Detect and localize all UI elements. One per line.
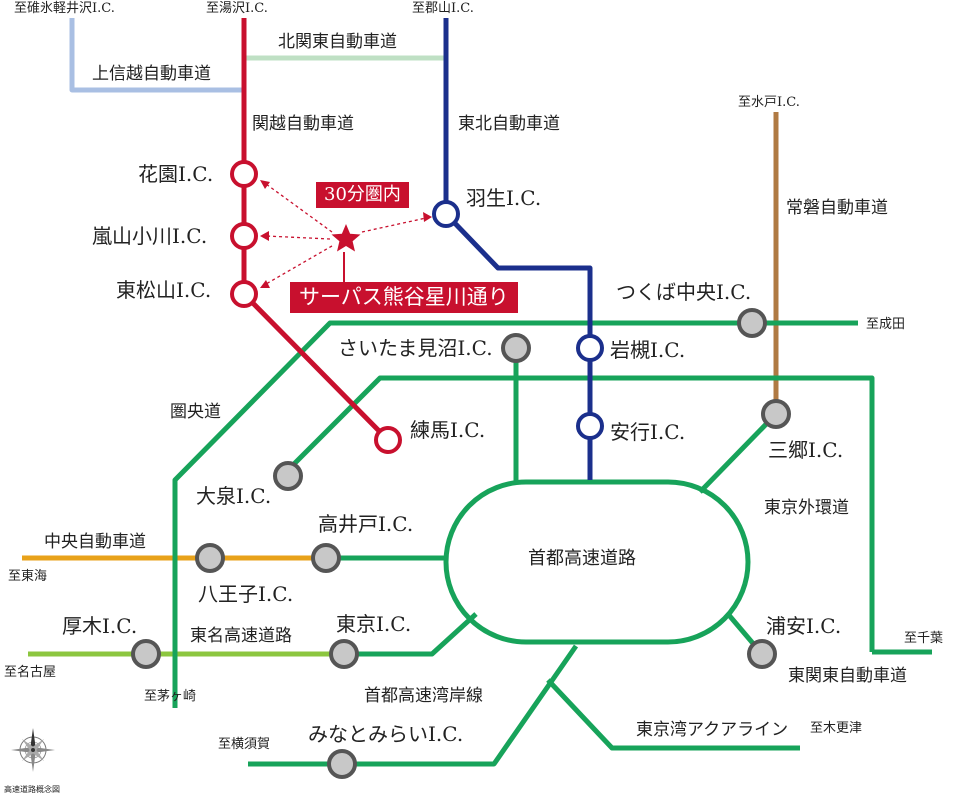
road-tohoku: 東北自動車道 bbox=[458, 114, 560, 134]
road-kitakanto: 北関東自動車道 bbox=[278, 32, 397, 52]
drive-time-badge: 30分圏内 bbox=[316, 182, 409, 208]
kanetsu-line bbox=[241, 18, 390, 442]
ic-marker-tokyo bbox=[329, 639, 359, 669]
ic-marker-misato bbox=[761, 399, 791, 429]
ic-marker-takaido bbox=[311, 543, 341, 573]
ic-marker-hachioji bbox=[195, 543, 225, 573]
road-shutoko: 首都高速道路 bbox=[528, 548, 636, 569]
ic-minuma: さいたま見沼I.C. bbox=[338, 336, 493, 360]
star-icon bbox=[331, 224, 361, 282]
ic-atsugi: 厚木I.C. bbox=[62, 614, 138, 638]
ic-marker-hanazono bbox=[230, 160, 258, 188]
road-kenodo: 圏央道 bbox=[170, 402, 221, 422]
ic-misato: 三郷I.C. bbox=[768, 438, 844, 462]
ic-hachioji: 八王子I.C. bbox=[198, 582, 294, 606]
joshinetsu-line bbox=[69, 18, 244, 93]
compass-icon bbox=[11, 728, 55, 772]
dest-yuzawa: 至湯沢I.C. bbox=[206, 1, 268, 16]
road-lines bbox=[22, 18, 932, 767]
dest-chigasaki: 至茅ヶ崎 bbox=[144, 689, 197, 704]
ic-marker-tsukuba bbox=[737, 308, 767, 338]
ic-hanazono: 花園I.C. bbox=[138, 162, 214, 186]
ic-marker-urayasu bbox=[747, 639, 777, 669]
ic-higashimatsuyama: 東松山I.C. bbox=[116, 278, 212, 302]
dest-koriyama: 至郡山I.C. bbox=[412, 1, 474, 16]
property-badge: サーパス熊谷星川通り bbox=[290, 282, 518, 313]
road-kanetsu: 関越自動車道 bbox=[252, 114, 354, 134]
ic-oizumi: 大泉I.C. bbox=[196, 484, 272, 508]
ic-tokyo: 東京I.C. bbox=[336, 612, 412, 636]
road-higashikanto: 東関東自動車道 bbox=[788, 666, 907, 686]
ic-tsukuba: つくば中央I.C. bbox=[616, 280, 752, 304]
dest-usui: 至碓氷軽井沢I.C. bbox=[14, 1, 115, 16]
ic-marker-oizumi bbox=[273, 461, 303, 491]
ic-nerima: 練馬I.C. bbox=[410, 418, 486, 442]
dest-chiba: 至千葉 bbox=[904, 631, 944, 646]
ic-marker-ranzan bbox=[230, 222, 258, 250]
dest-yokosuka: 至横須賀 bbox=[218, 737, 271, 752]
ic-urayasu: 浦安I.C. bbox=[766, 614, 842, 638]
ic-minatomirai: みなとみらいI.C. bbox=[308, 722, 464, 746]
dest-tokai: 至東海 bbox=[8, 569, 48, 584]
map-caption: 高速道路概念図 bbox=[4, 785, 60, 794]
ic-marker-minatomirai bbox=[327, 749, 357, 779]
ic-marker-iwatsuki bbox=[576, 334, 604, 362]
ic-angyo: 安行I.C. bbox=[610, 420, 686, 444]
arrow-heads bbox=[260, 180, 432, 288]
road-joshinetsu: 上信越自動車道 bbox=[92, 64, 211, 84]
ic-hanyu: 羽生I.C. bbox=[466, 186, 542, 210]
shutoko-network bbox=[172, 320, 932, 767]
dest-narita: 至成田 bbox=[866, 317, 906, 332]
ic-marker-atsugi bbox=[131, 639, 161, 669]
ic-marker-nerima bbox=[374, 426, 402, 454]
ic-marker-higashimatsuyama bbox=[230, 280, 258, 308]
ic-takaido: 高井戸I.C. bbox=[318, 512, 414, 536]
ic-marker-minuma bbox=[501, 333, 531, 363]
dest-nagoya: 至名古屋 bbox=[4, 665, 57, 680]
road-aqualine: 東京湾アクアライン bbox=[636, 720, 789, 740]
road-wangan: 首都高速湾岸線 bbox=[364, 686, 483, 706]
road-chuo: 中央自動車道 bbox=[44, 532, 146, 552]
ic-ranzan: 嵐山小川I.C. bbox=[92, 224, 208, 248]
dest-kisarazu: 至木更津 bbox=[810, 721, 863, 736]
drive-time-arrows bbox=[265, 183, 427, 285]
road-gaikan: 東京外環道 bbox=[764, 498, 849, 518]
interchange-markers bbox=[131, 160, 791, 779]
road-tomei: 東名高速道路 bbox=[190, 626, 292, 646]
road-joban: 常磐自動車道 bbox=[786, 198, 888, 218]
ic-marker-angyo bbox=[576, 412, 604, 440]
dest-mito: 至水戸I.C. bbox=[738, 95, 800, 110]
ic-marker-hanyu bbox=[432, 200, 460, 228]
ic-iwatsuki: 岩槻I.C. bbox=[610, 338, 686, 362]
